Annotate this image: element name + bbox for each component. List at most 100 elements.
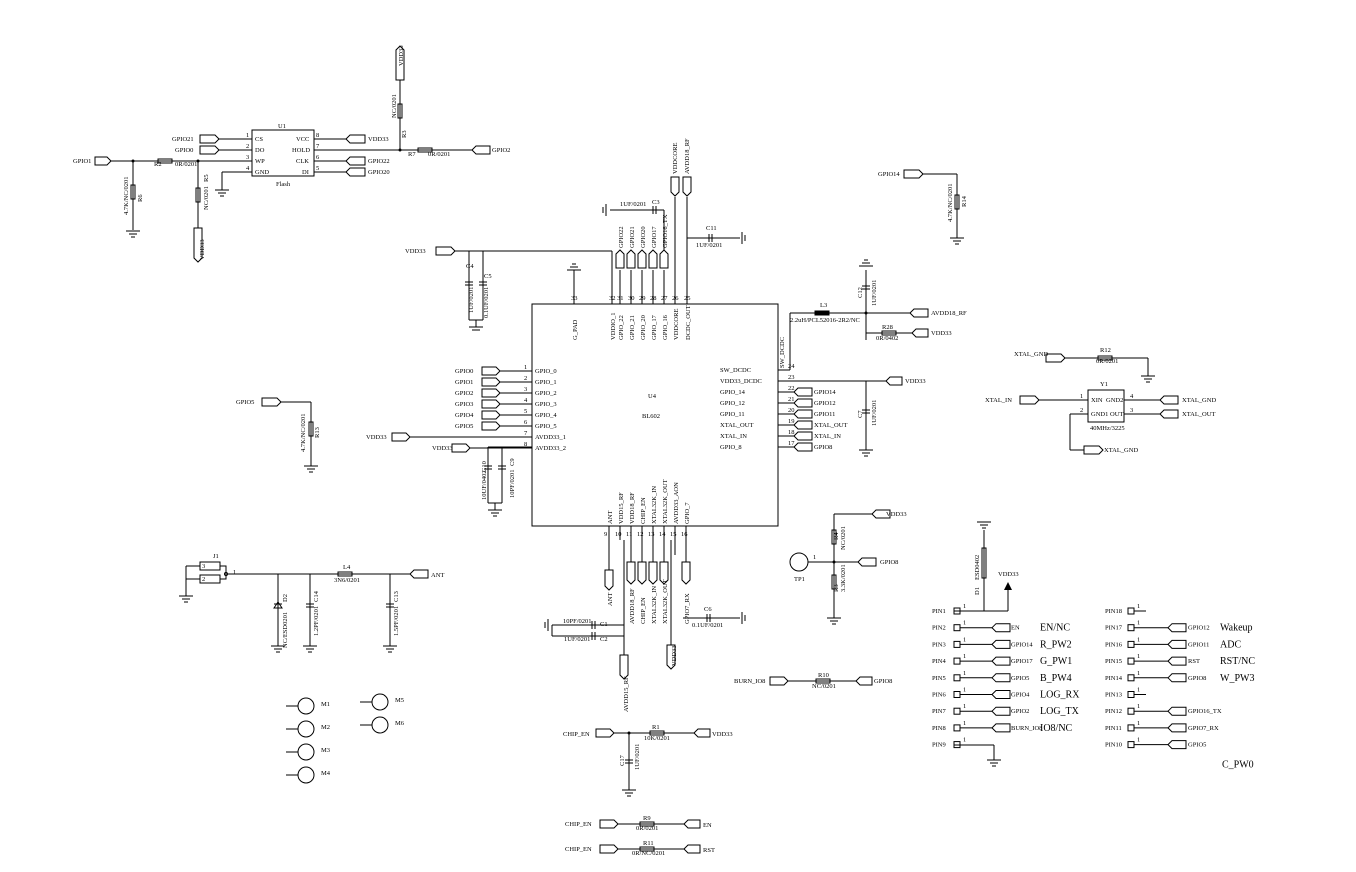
header-pin [1127,640,1135,648]
l3-ref: L3 [820,302,827,309]
net-port [637,249,647,269]
flash-pin-name: DO [255,147,265,154]
l4-val: 3N6/0201 [334,577,360,584]
net-label: GPIO2 [1011,708,1029,715]
resistor-r2 [157,158,173,164]
r1-val: 10K/0201 [644,735,670,742]
net-port [1159,409,1179,419]
net-label: GPIO14 [1011,641,1033,648]
bl602-pin-num: 2 [524,375,527,382]
flash-pin-num: 8 [316,132,319,139]
flash-name: Flash [276,181,291,188]
bl602-pin-name: GPIO_2 [535,390,557,397]
header-pin-label: PIN4 [932,658,946,665]
resistor-r4 [831,529,837,545]
net-port [793,387,813,397]
net-label: GPIO3 [455,401,473,408]
net-label: GPIO0 [455,368,473,375]
mount-hole: M6 [360,716,405,734]
r11-ref: R11 [643,840,654,847]
header-func-label: EN/NC [1040,623,1070,634]
net-label: RST [703,847,715,854]
flash-pin-num: 1 [246,132,249,139]
bl602-bottom-pins: 9ANT10VDD15_RF11VDD18_RFAVDD18_RF12CHIP_… [604,479,691,624]
net-label: GPIO4 [455,412,474,419]
net-port [481,377,501,387]
bl602-pin-name: SW_DCDC [720,367,751,374]
tp1-ref: TP1 [794,576,805,583]
net-port [1045,353,1066,363]
header-pin [953,607,961,615]
net-port [793,409,813,419]
flash-pin-name: WP [255,158,265,165]
r12-val: 0R/0201 [1096,358,1118,365]
header-pin-label: PIN8 [932,725,946,732]
net-label: EN [1011,625,1020,632]
r1-ref: R1 [652,724,660,731]
net-label: GPIO5 [1188,742,1206,749]
inductor-l3 [814,310,830,316]
header-pin [1127,724,1135,732]
net-label: AVDD18_RF [629,588,636,624]
net-label: GPIO12 [814,400,836,407]
net-label: GPIO0 [175,147,193,154]
bl602-left-pins: 1GPIO_0GPIO02GPIO_1GPIO13GPIO_2GPIO24GPI… [366,364,566,453]
header-pin-num: 1 [1137,687,1140,694]
net-port [991,690,1011,699]
net-port [1159,395,1179,405]
net-port [857,557,877,567]
net-label: VDD33 [368,136,389,143]
net-label: XTAL_GND [1104,447,1138,454]
net-port [903,169,924,179]
bl602-pin-num: 17 [788,440,795,447]
r10-ref: R10 [818,672,829,679]
bl602-pin-num: 15 [670,531,677,538]
gpio5-pullup: GPIO5 4.7K/NC/0201 R13 [236,397,321,473]
net-label: VDD33 [432,445,453,452]
header-pin [1127,657,1135,665]
bl602-pin-num: 27 [661,295,668,302]
header-pin-num: 1 [963,687,966,694]
c4-val: 1UF/0201 [468,287,475,313]
mount-holes: M1 M2 M3 M4 M5 M6 [286,693,405,784]
net-label: GPIO22 [368,158,390,165]
y1-pin-name: XIN [1091,397,1103,404]
net-port [659,561,669,585]
net-label: GPIO17 [1011,658,1033,665]
j1-pin-num: 3 [202,563,205,570]
net-port [345,167,366,177]
header-pin-num: 1 [1137,737,1140,744]
net-port [648,249,658,269]
net-label: GPIO2 [492,147,510,154]
net-port [615,249,625,269]
r12-ref: R12 [1100,347,1111,354]
header-pin-num: 1 [963,653,966,660]
header-pin-label: PIN9 [932,742,946,749]
net-label: GPIO20 [640,226,647,248]
net-label: XTAL_IN [985,397,1012,404]
bl602-pin-num: 8 [524,441,527,448]
resistor-r10 [815,678,831,684]
net-label: BURN_IO8 [734,678,765,685]
bl602-pin-num: 4 [524,397,528,404]
svg-text:M2: M2 [321,724,330,731]
c4-ref: C4 [466,263,474,270]
y1-ref: Y1 [1100,381,1108,388]
c7-ref: C7 [857,410,864,418]
net-port [193,227,203,263]
header-func-label: G_PW1 [1040,656,1072,667]
net-port [94,156,112,166]
header-pin-num: 1 [963,703,966,710]
header-func-label: R_PW2 [1040,639,1072,650]
r3-val: NC/0201 [391,94,398,118]
bl602-pin-name: GPIO_0 [535,368,557,375]
net-port [911,328,929,338]
net-port [1083,445,1104,455]
net-label: GPIO1 [73,158,91,165]
testpoint-block: TP1 1 VDD33 NC/0201 R4 GPIO8 3.3K/0201 R… [789,509,907,625]
d2-ref: D2 [282,594,289,602]
net-port [619,654,629,680]
bl602-pin-name: GPIO_21 [629,315,636,340]
bl602-pin-name: VDD15_RF [618,492,625,524]
net-label: CHIP_EN [565,821,592,828]
